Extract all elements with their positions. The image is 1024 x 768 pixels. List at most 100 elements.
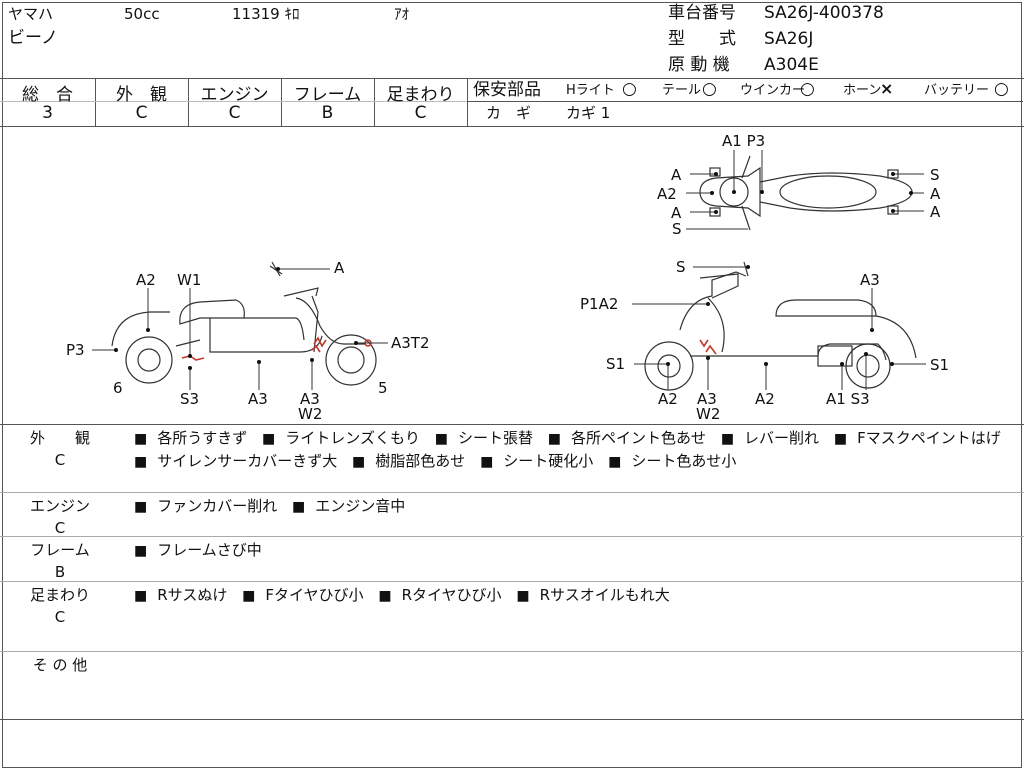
model-name: ビーノ — [8, 28, 58, 48]
label-right-s: S — [676, 258, 686, 276]
label-right-a2: A2 — [658, 390, 678, 408]
note-item: Rサスオイルもれ大 — [516, 586, 669, 604]
horn-label: ホーン — [843, 83, 882, 98]
scooter-diagram: A1 P3 A A2 A S S A A A A2 W1 P3 A3T2 6 5… — [66, 132, 949, 423]
engine-grade-label: エンジン — [200, 85, 269, 105]
divider — [0, 581, 1024, 582]
label-left-a3t2: A3T2 — [391, 334, 430, 352]
divider — [467, 78, 468, 126]
divider — [0, 78, 1024, 79]
divider — [0, 719, 1024, 720]
winker-label: ウインカー — [740, 83, 806, 98]
battery-mark: ○ — [994, 79, 1009, 99]
label-right-s1: S1 — [606, 355, 625, 373]
label-top-a: A — [930, 203, 941, 221]
notes-list: ファンカバー削れ エンジン音中 — [134, 497, 415, 515]
notes-list: フレームさび中 — [134, 541, 272, 559]
winker-mark: ○ — [800, 79, 815, 99]
label-left-a: A — [334, 259, 345, 277]
notes-list: Rサスぬけ Fタイヤひび小 Rタイヤひび小 Rサスオイルもれ大 — [134, 586, 680, 604]
label-top-a2: A2 — [657, 185, 677, 203]
note-item: ライトレンズくもり — [262, 429, 420, 447]
engine-label: 原 動 機 — [668, 55, 730, 75]
label-top-a: A — [671, 204, 682, 222]
note-item: 樹脂部色あせ — [352, 452, 465, 470]
divider — [467, 101, 1023, 102]
note-item: ファンカバー削れ — [134, 497, 277, 515]
label-left-5: 5 — [378, 379, 388, 397]
safety-title: 保安部品 — [473, 80, 541, 100]
tail-label: テール — [662, 83, 702, 98]
label-left-a2: A2 — [136, 271, 156, 289]
tail-mark: ○ — [702, 79, 717, 99]
note-item: フレームさび中 — [134, 541, 262, 559]
label-left-s3: S3 — [180, 390, 199, 408]
section-engine-notes: ファンカバー削れ エンジン音中 — [134, 495, 1014, 518]
section-exterior-notes: 各所うすきず ライトレンズくもり シート張替 各所ペイント色あせ レバー削れ F… — [134, 427, 1014, 473]
label-right-p1a2: P1A2 — [580, 295, 618, 313]
divider — [0, 101, 467, 102]
left-side-view-drawing — [111, 261, 377, 386]
note-item: シート色あせ小 — [608, 452, 736, 470]
frame-grade: B — [321, 103, 334, 123]
label-top-a: A — [930, 185, 941, 203]
notes-list: 各所うすきず ライトレンズくもり シート張替 各所ペイント色あせ レバー削れ F… — [134, 429, 1011, 470]
label-top-a1p3: A1 P3 — [722, 132, 765, 150]
type-value: SA26J — [764, 29, 814, 49]
divider — [0, 424, 1024, 425]
suspension-grade: C — [414, 103, 427, 123]
divider — [0, 492, 1024, 493]
divider — [0, 536, 1024, 537]
divider — [0, 126, 1024, 127]
maker: ヤマハ — [8, 5, 54, 23]
color: ｱｵ — [394, 5, 410, 23]
engine-value: A304E — [764, 55, 819, 75]
section-frame-notes: フレームさび中 — [134, 539, 1014, 562]
battery-label: バッテリー — [924, 83, 990, 98]
note-item: 各所ペイント色あせ — [548, 429, 706, 447]
mileage: 11319 ｷﾛ — [232, 5, 300, 23]
label-right-w2: W2 — [696, 405, 720, 423]
key-label: カ ギ — [486, 104, 532, 122]
divider — [374, 78, 375, 126]
note-item: Rサスぬけ — [134, 586, 227, 604]
total-label: 総 合 — [22, 85, 73, 105]
label-top-s: S — [930, 166, 940, 184]
section-other-label: そ の 他 — [32, 656, 88, 674]
suspension-grade-label: 足まわり — [386, 85, 455, 105]
label-right-a3: A3 — [860, 271, 880, 289]
label-left-w2: W2 — [298, 405, 322, 423]
label-left-w1: W1 — [177, 271, 201, 289]
note-item: 各所うすきず — [134, 429, 247, 447]
type-label: 型 式 — [668, 29, 736, 49]
headlight-label: Hライト — [566, 83, 615, 98]
note-item: エンジン音中 — [292, 497, 405, 515]
divider — [0, 651, 1024, 652]
top-view-drawing — [699, 155, 913, 231]
frame-no-label: 車台番号 — [668, 3, 736, 23]
horn-mark: × — [880, 79, 894, 98]
headlight-mark: ○ — [622, 79, 637, 99]
divider — [188, 78, 189, 126]
note-item: Fマスクペイントはげ — [834, 429, 1001, 447]
label-right-a3: A3 — [697, 390, 717, 408]
damage-marks — [181, 336, 717, 361]
note-item: シート張替 — [435, 429, 533, 447]
label-top-s: S — [672, 220, 682, 238]
key-value: カギ 1 — [566, 104, 611, 122]
divider — [95, 78, 96, 126]
label-right-s1: S1 — [930, 356, 949, 374]
frame-grade-label: フレーム — [293, 85, 362, 105]
label-left-6: 6 — [113, 379, 123, 397]
engine-grade: C — [228, 103, 241, 123]
exterior-grade: C — [135, 103, 148, 123]
section-suspension-notes: Rサスぬけ Fタイヤひび小 Rタイヤひび小 Rサスオイルもれ大 — [134, 584, 1014, 607]
note-item: Rタイヤひび小 — [378, 586, 501, 604]
label-right-a1s3: A1 S3 — [826, 390, 870, 408]
divider — [281, 78, 282, 126]
total-grade: 3 — [42, 103, 53, 123]
